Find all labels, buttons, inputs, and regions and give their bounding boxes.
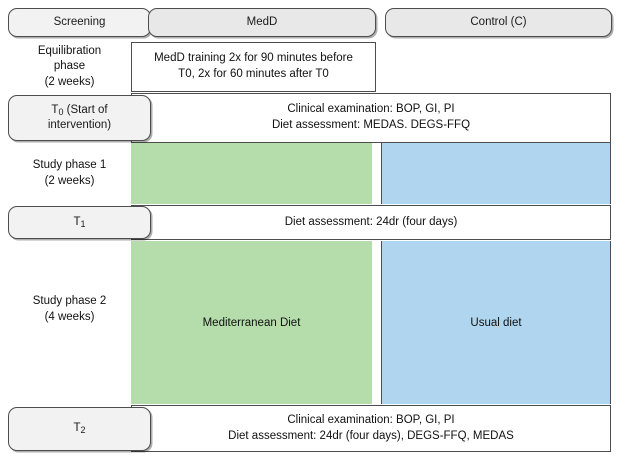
timepoint-t0[interactable]: T0 (Start of intervention) [8, 95, 151, 141]
t2-content-line1: Clinical examination: BOP, GI, PI [287, 413, 455, 426]
equilibration-label-line1: Equilibration [37, 44, 102, 57]
t0-pill-line2: intervention) [47, 119, 112, 132]
medd-band-phase-2-label: Mediterranean Diet [202, 316, 301, 329]
t0-pill-line1: T0 (Start of [51, 104, 108, 118]
header-control[interactable]: Control (C) [385, 8, 612, 37]
t2-pill-label: T2 [73, 422, 86, 436]
t1-pill-label: T1 [73, 215, 86, 229]
t0-content-box: Clinical examination: BOP, GI, PI Diet a… [131, 93, 611, 143]
medd-band-phase-2: Mediterranean Diet [131, 241, 372, 404]
header-medd-label: MedD [246, 16, 278, 29]
t0-content-line1: Clinical examination: BOP, GI, PI [287, 103, 455, 116]
equilibration-label-line3: (2 weeks) [44, 75, 95, 88]
medd-training-line2: T0, 2x for 60 minutes after T0 [178, 68, 329, 80]
study-phase-1-label: Study phase 1 (2 weeks) [8, 143, 131, 204]
control-band-phase-2: Usual diet [381, 241, 611, 404]
t2-content-line2: Diet assessment: 24dr (four days), DEGS-… [228, 429, 514, 442]
t1-content-text: Diet assessment: 24dr (four days) [284, 215, 458, 228]
header-screening[interactable]: Screening [8, 8, 151, 37]
header-control-label: Control (C) [470, 16, 527, 29]
header-medd[interactable]: MedD [148, 8, 376, 37]
equilibration-label-line2: phase [53, 60, 86, 73]
header-screening-label: Screening [53, 16, 106, 29]
t0-content-line2: Diet assessment: MEDAS. DEGS-FFQ [271, 119, 471, 131]
study-phase-1-line2: (2 weeks) [44, 174, 95, 187]
study-phase-2-label: Study phase 2 (4 weeks) [8, 285, 131, 335]
timepoint-t1[interactable]: T1 [8, 206, 151, 239]
timepoint-t2[interactable]: T2 [8, 407, 151, 451]
t1-content-box: Diet assessment: 24dr (four days) [131, 205, 611, 240]
study-phase-1-line1: Study phase 1 [32, 158, 107, 171]
study-phase-2-line2: (4 weeks) [44, 311, 95, 323]
medd-band-phase-1 [131, 143, 372, 204]
medd-training-box: MedD training 2x for 90 minutes before T… [131, 42, 376, 92]
t2-content-box: Clinical examination: BOP, GI, PI Diet a… [131, 405, 611, 452]
control-band-phase-1 [381, 143, 611, 204]
equilibration-phase-label: Equilibration phase (2 weeks) [8, 42, 131, 92]
medd-training-line1: MedD training 2x for 90 minutes before [154, 52, 353, 65]
control-band-phase-2-label: Usual diet [470, 316, 522, 329]
study-phase-2-line1: Study phase 2 [32, 295, 107, 308]
